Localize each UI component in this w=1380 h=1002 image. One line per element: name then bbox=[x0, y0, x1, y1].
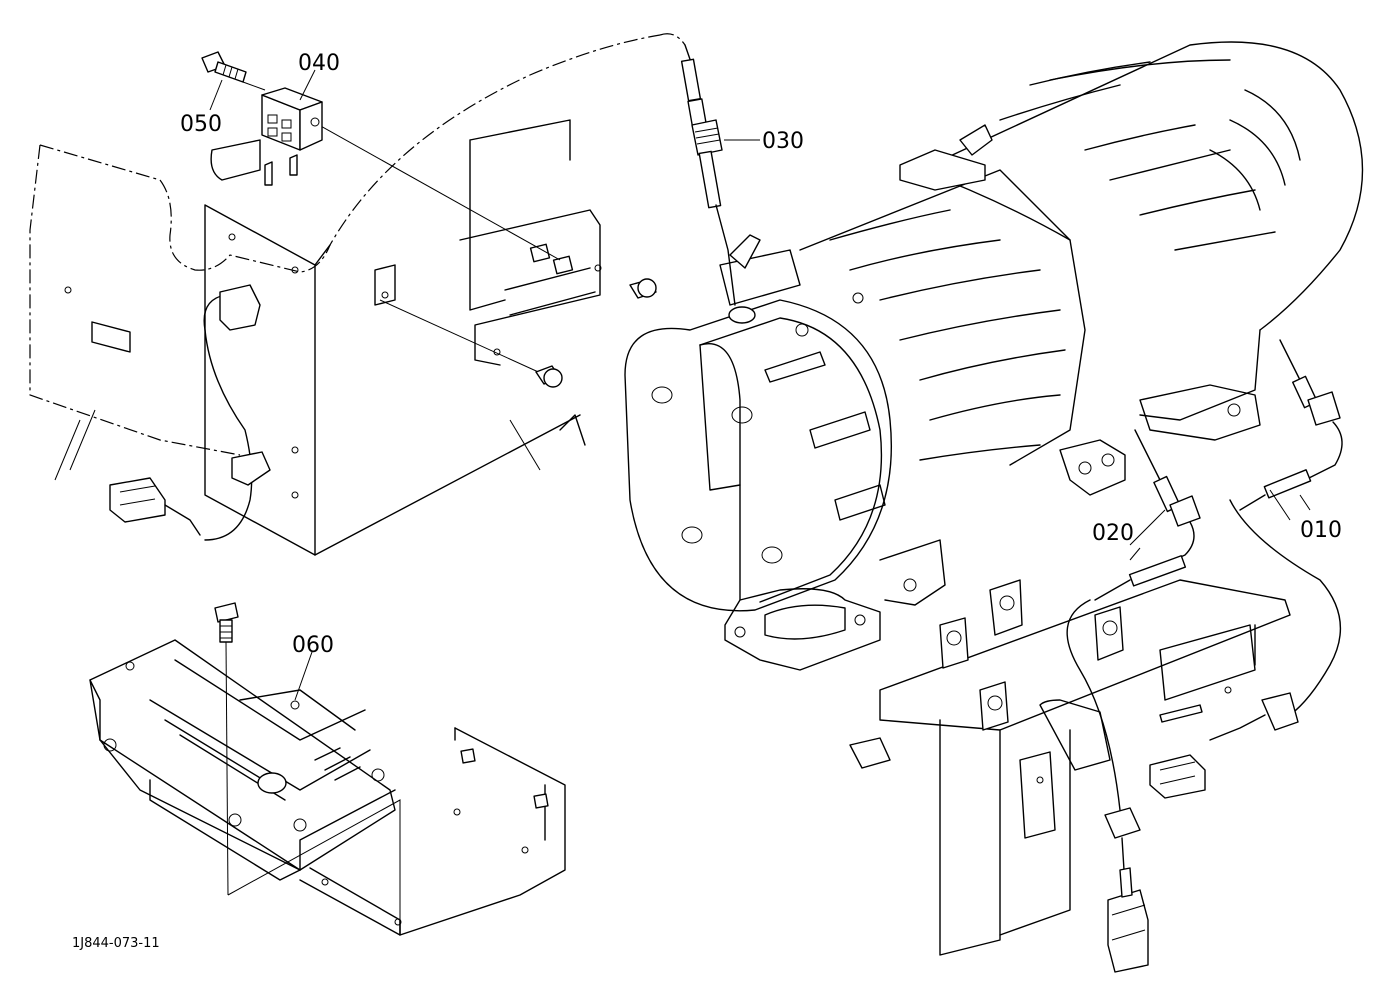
left-wiring-harness bbox=[109, 284, 271, 541]
temperature-sensor-030-icon bbox=[659, 33, 760, 306]
callout-050: 050 bbox=[180, 112, 222, 137]
control-unit-mounting-plate bbox=[227, 727, 566, 936]
left-bracket-plate bbox=[29, 34, 661, 556]
flange-bolt-upper bbox=[629, 278, 657, 299]
dpf-muffler-assembly bbox=[624, 41, 1364, 671]
callout-040: 040 bbox=[298, 51, 340, 76]
temperature-sensor-020-icon bbox=[1094, 429, 1201, 601]
flange-bolt-lower bbox=[535, 365, 563, 388]
callout-010: 010 bbox=[1300, 518, 1342, 543]
pressure-sensor-040-icon bbox=[210, 87, 323, 186]
callout-030: 030 bbox=[762, 129, 804, 154]
callout-060: 060 bbox=[292, 633, 334, 658]
bolt-050-icon bbox=[201, 51, 266, 91]
control-unit-bolt-icon bbox=[214, 602, 239, 896]
control-unit-060-icon bbox=[89, 639, 396, 881]
temperature-sensor-010-icon bbox=[1239, 339, 1343, 511]
right-wiring-harness bbox=[1066, 499, 1342, 973]
drawing-number: 1J844-073-11 bbox=[72, 936, 160, 951]
right-lower-bracket bbox=[849, 579, 1291, 956]
callout-leaders bbox=[209, 69, 1291, 701]
callout-020: 020 bbox=[1092, 521, 1134, 546]
sensor-mounting-bracket bbox=[309, 119, 602, 376]
